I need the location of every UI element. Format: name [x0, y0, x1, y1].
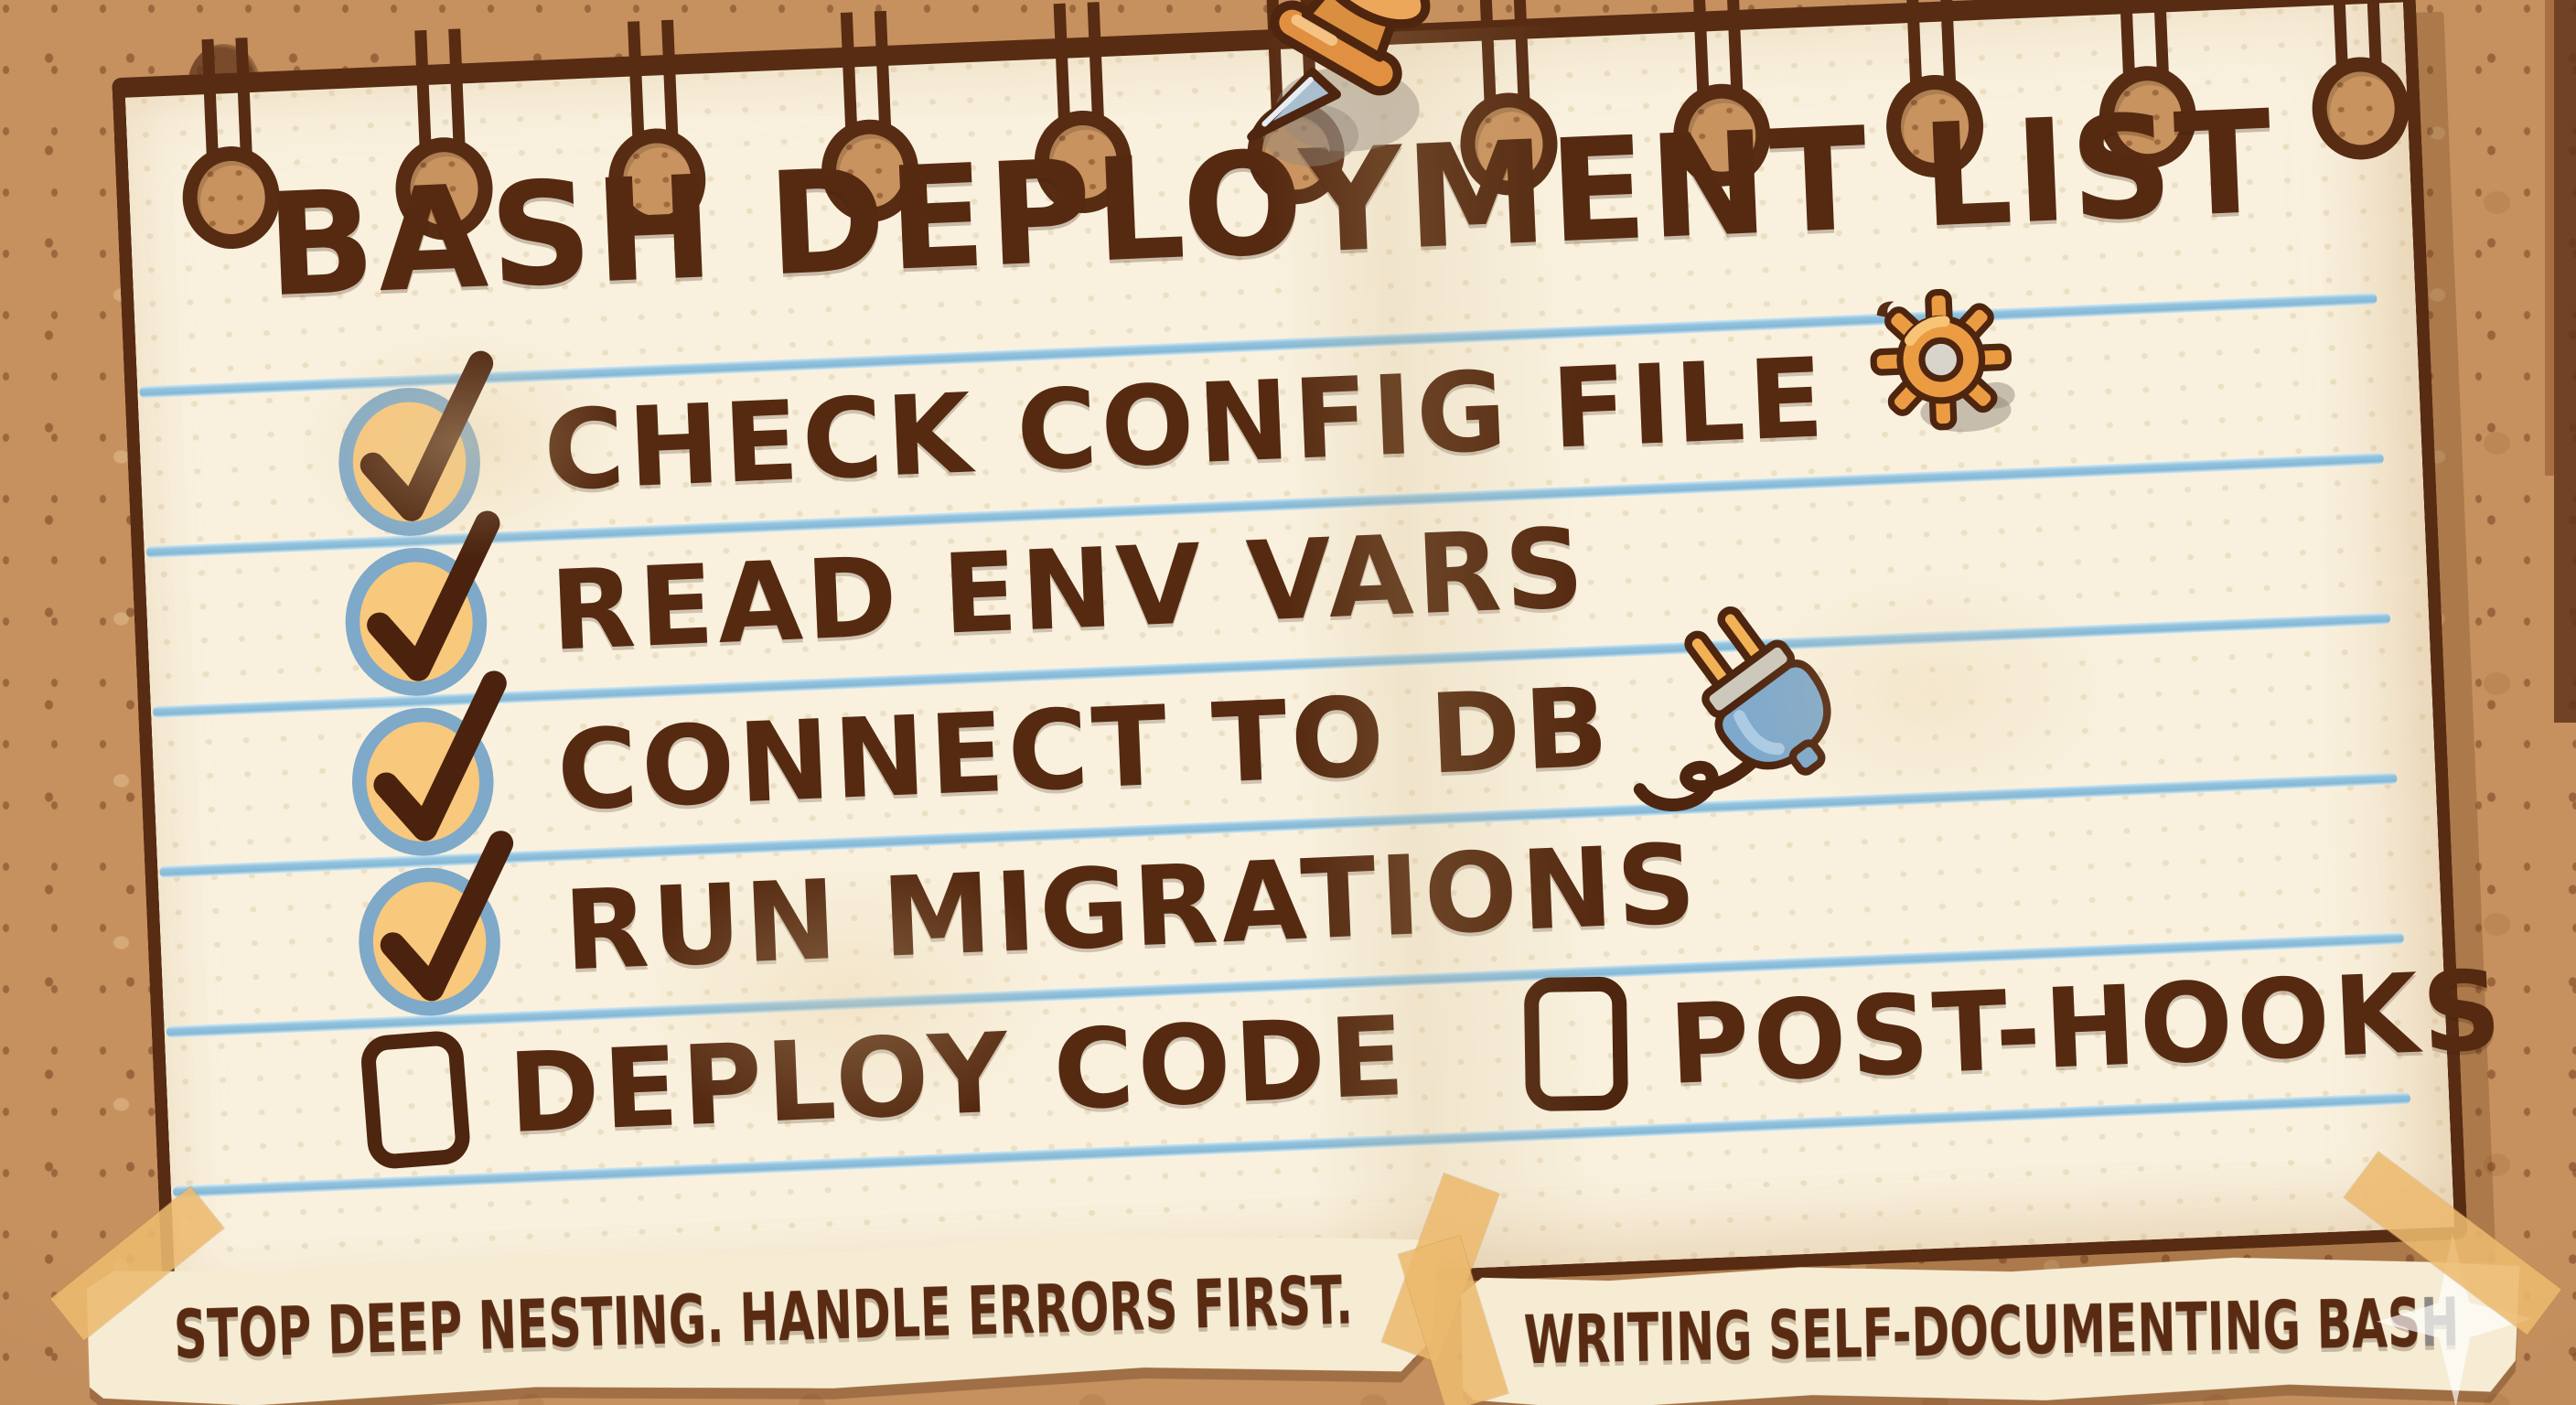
- checklist-item-label: DEPLOY CODE: [506, 992, 1411, 1158]
- unchecked-checkbox-icon[interactable]: [1523, 976, 1628, 1112]
- checklist-item-label: READ ENV VARS: [548, 504, 1591, 676]
- checklist-row: READ ENV VARS: [145, 455, 2429, 707]
- checklist-row: CHECK CONFIG FILE: [137, 288, 2421, 547]
- checked-checkbox-icon[interactable]: [339, 499, 523, 701]
- checked-checkbox-icon[interactable]: [353, 820, 537, 1021]
- notepad-paper: BASH DEPLOYMENT LIST CHECK CONFIG FILE: [112, 0, 2507, 1336]
- checklist-row: CONNECT TO DB: [151, 606, 2435, 867]
- pushpin-icon: [1247, 0, 1431, 166]
- checklist-item-label: RUN MIGRATIONS: [561, 820, 1702, 995]
- footer-note-right: WRITING SELF-DOCUMENTING BASH: [1398, 1152, 2561, 1405]
- gear-icon: [1870, 288, 2015, 433]
- checklist-item-label: POST-HOOKS: [1666, 947, 2508, 1110]
- footer-note-right-text: WRITING SELF-DOCUMENTING BASH: [1523, 1284, 2460, 1379]
- board-edge-shadow-soft: [2545, 0, 2554, 476]
- checklist-item-label: CONNECT TO DB: [554, 663, 1615, 836]
- unchecked-checkbox-icon[interactable]: [359, 1029, 472, 1171]
- checked-checkbox-icon[interactable]: [346, 660, 530, 861]
- footer-note-left-text: STOP DEEP NESTING. HANDLE ERRORS FIRST.: [173, 1261, 1355, 1375]
- checklist-row: RUN MIGRATIONS: [157, 775, 2442, 1027]
- checked-checkbox-icon[interactable]: [333, 339, 517, 541]
- plug-icon: [1634, 606, 1831, 811]
- board-edge-shadow: [2554, 0, 2576, 723]
